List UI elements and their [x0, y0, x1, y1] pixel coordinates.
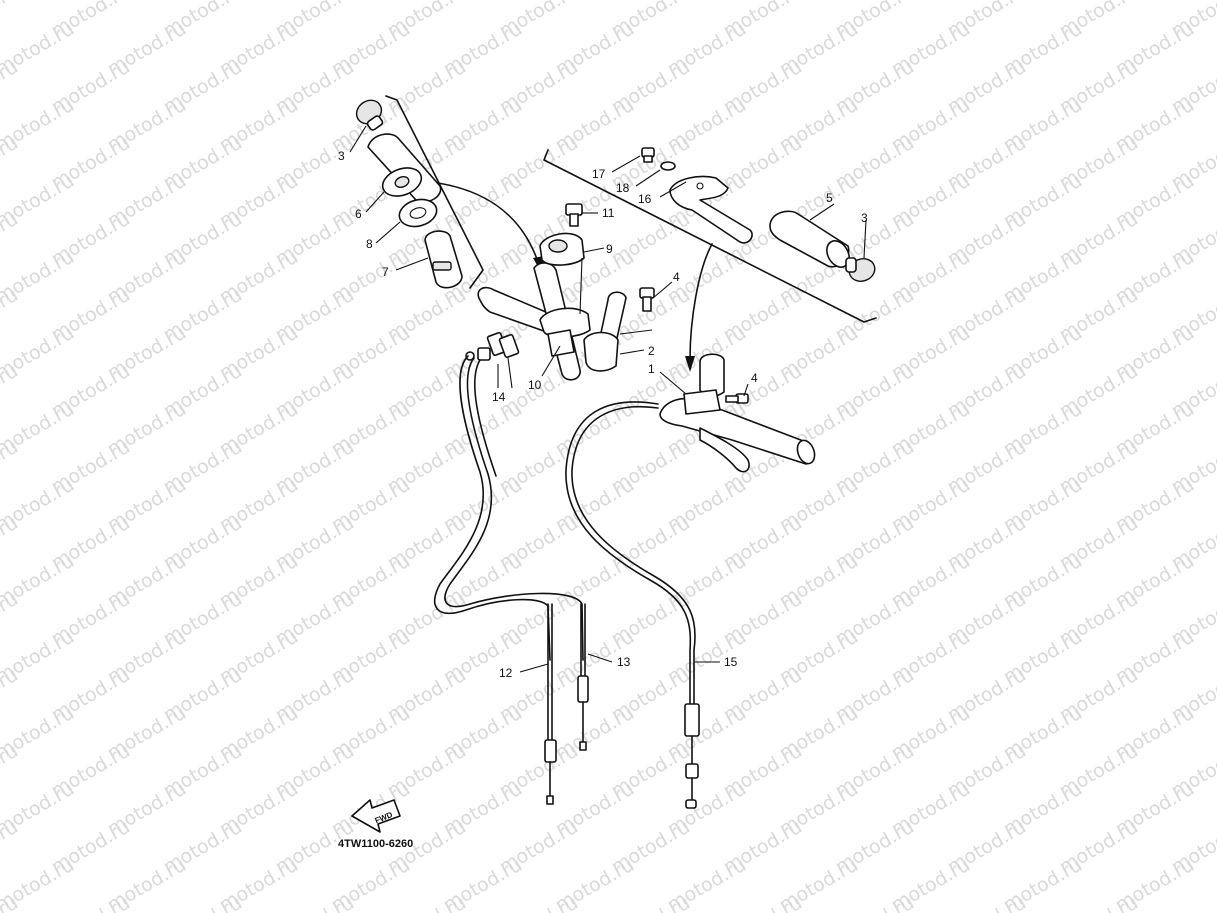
clutch-lever-holder	[659, 353, 816, 473]
fwd-arrow-icon: FWD	[351, 799, 401, 833]
callout-4-left: 4	[673, 270, 680, 284]
handlebar-holder-upper	[539, 232, 585, 266]
lever-washer	[660, 161, 676, 171]
diagram-code: 4TW1100-6260	[338, 838, 413, 850]
callout-5: 5	[826, 191, 833, 205]
assembly-arrow-right	[689, 243, 713, 361]
callout-1: 1	[648, 362, 655, 376]
assembly-arrow-left	[437, 182, 539, 263]
callout-16: 16	[638, 192, 652, 206]
left-grip	[367, 133, 442, 203]
grip-washer	[398, 198, 438, 228]
callout-15: 15	[724, 655, 738, 669]
callout-11: 11	[602, 206, 615, 220]
callout-3-left: 3	[338, 149, 345, 163]
callout-4-right: 4	[751, 371, 758, 385]
clutch-lever	[669, 175, 753, 244]
holder-bolt-4-right	[725, 393, 749, 404]
callout-18: 18	[616, 181, 630, 195]
holder-bolt-11	[565, 203, 583, 227]
callout-3-right: 3	[861, 211, 868, 225]
holder-bolt-4-left	[639, 287, 655, 312]
cables	[433, 355, 700, 809]
leader-lines	[349, 125, 867, 673]
callout-9: 9	[606, 242, 613, 256]
callout-7: 7	[382, 265, 389, 279]
end-cap-right	[845, 257, 876, 282]
callout-10: 10	[528, 378, 542, 392]
callout-6: 6	[355, 207, 362, 221]
callout-8: 8	[366, 237, 373, 251]
grip-sleeve	[424, 230, 463, 289]
callout-17: 17	[592, 167, 606, 181]
callout-14: 14	[492, 390, 506, 404]
throttle-housing	[465, 331, 520, 361]
callout-13: 13	[617, 655, 631, 669]
callout-2: 2	[648, 344, 655, 358]
callout-12: 12	[499, 666, 513, 680]
right-grip-group-bracket	[543, 149, 877, 323]
end-cap-left	[355, 99, 384, 131]
handlebar-holder-lower	[539, 307, 619, 372]
right-grip	[769, 210, 850, 268]
lever-bolt	[641, 147, 655, 163]
